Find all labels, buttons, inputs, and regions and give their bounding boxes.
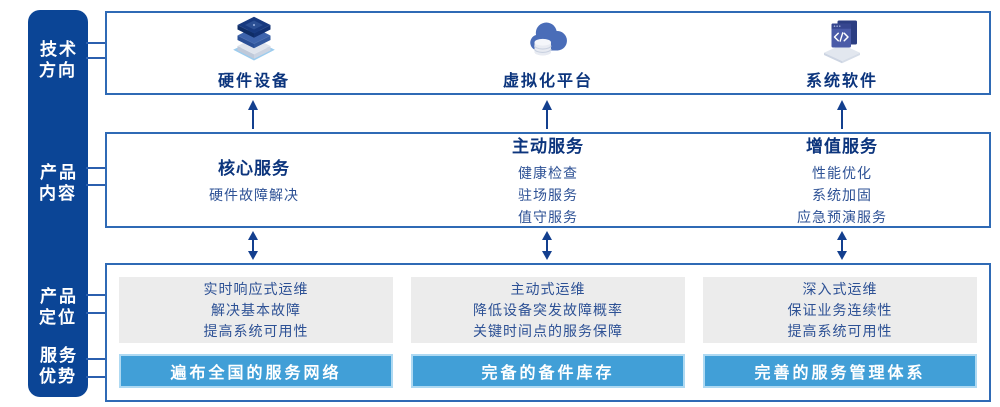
tech-item-virtualization: 虚拟化平台 xyxy=(401,13,695,93)
service-group-title: 核心服务 xyxy=(218,159,290,178)
positioning-line: 关键时间点的服务保障 xyxy=(473,322,623,339)
connector-line xyxy=(86,358,107,360)
connector-line xyxy=(86,312,107,314)
service-group-title: 增值服务 xyxy=(806,137,878,156)
sidebar-label-line: 优势 xyxy=(39,367,77,386)
sidebar-label-product-positioning: 产品 定位 xyxy=(28,286,88,328)
arrow-double-vertical-icon xyxy=(246,230,260,261)
sidebar-label-product-content: 产品 内容 xyxy=(28,162,88,204)
tech-direction-box: 硬件设备 虚拟化平台 xyxy=(105,11,991,95)
positioning-line: 深入式运维 xyxy=(802,280,878,297)
connector-line xyxy=(86,57,107,59)
positioning-column-3: 深入式运维 保证业务连续性 提高系统可用性 完善的服务管理体系 xyxy=(703,265,977,400)
positioning-line: 解决基本故障 xyxy=(211,301,301,318)
service-group-core: 核心服务 硬件故障解决 xyxy=(107,134,401,226)
sidebar-label-line: 定位 xyxy=(39,308,77,327)
service-item: 应急预演服务 xyxy=(797,209,887,225)
positioning-line: 实时响应式运维 xyxy=(203,280,309,297)
product-content-box: 核心服务 硬件故障解决 主动服务 健康检查 驻场服务 值守服务 增值服务 性能优… xyxy=(105,132,991,228)
service-group-title: 主动服务 xyxy=(512,137,584,156)
advantage-bar: 完备的备件库存 xyxy=(411,354,685,388)
sidebar-label-line: 方向 xyxy=(39,61,77,80)
positioning-line: 主动式运维 xyxy=(510,280,586,297)
arrow-up-icon xyxy=(246,99,260,129)
tech-item-label: 硬件设备 xyxy=(217,73,290,90)
arrow-up-icon xyxy=(540,99,554,129)
positioning-panel: 主动式运维 降低设备突发故障概率 关键时间点的服务保障 xyxy=(411,277,685,343)
connector-line xyxy=(86,167,107,169)
cloud-database-icon xyxy=(524,15,572,65)
sidebar-label-line: 服务 xyxy=(40,346,78,365)
positioning-panel: 深入式运维 保证业务连续性 提高系统可用性 xyxy=(703,277,977,343)
arrow-up-icon xyxy=(835,99,849,129)
tech-item-system-software: 系统软件 xyxy=(695,13,989,93)
category-sidebar: 技术 方向 产品 内容 产品 定位 服务 优势 xyxy=(28,10,88,397)
sidebar-label-tech-direction: 技术 方向 xyxy=(28,39,88,81)
code-window-icon xyxy=(818,15,866,65)
server-stack-icon xyxy=(230,15,278,65)
service-item: 值守服务 xyxy=(518,209,578,225)
positioning-line: 提高系统可用性 xyxy=(203,322,309,339)
service-group-value-added: 增值服务 性能优化 系统加固 应急预演服务 xyxy=(695,134,989,226)
positioning-line: 提高系统可用性 xyxy=(787,322,893,339)
sidebar-label-line: 技术 xyxy=(40,40,78,59)
tech-item-hardware: 硬件设备 xyxy=(107,13,401,93)
positioning-advantage-box: 实时响应式运维 解决基本故障 提高系统可用性 遍布全国的服务网络 主动式运维 降… xyxy=(105,263,991,402)
arrow-double-vertical-icon xyxy=(835,230,849,261)
positioning-line: 降低设备突发故障概率 xyxy=(473,301,623,318)
positioning-panel: 实时响应式运维 解决基本故障 提高系统可用性 xyxy=(119,277,393,343)
service-group-proactive: 主动服务 健康检查 驻场服务 值守服务 xyxy=(401,134,695,226)
tech-item-label: 虚拟化平台 xyxy=(502,73,593,90)
sidebar-label-service-advantage: 服务 优势 xyxy=(28,345,88,387)
sidebar-label-line: 产品 xyxy=(40,287,78,306)
positioning-column-1: 实时响应式运维 解决基本故障 提高系统可用性 遍布全国的服务网络 xyxy=(119,265,393,400)
service-item: 硬件故障解决 xyxy=(209,187,299,203)
connector-line xyxy=(86,184,107,186)
service-item: 性能优化 xyxy=(812,165,872,181)
arrow-double-vertical-icon xyxy=(540,230,554,261)
connector-line xyxy=(86,294,107,296)
tech-item-label: 系统软件 xyxy=(805,73,878,90)
service-item: 健康检查 xyxy=(518,165,578,181)
positioning-line: 保证业务连续性 xyxy=(787,301,893,318)
service-item: 驻场服务 xyxy=(518,187,578,203)
service-item: 系统加固 xyxy=(812,187,872,203)
sidebar-label-line: 内容 xyxy=(39,184,77,203)
sidebar-label-line: 产品 xyxy=(40,163,78,182)
connector-line xyxy=(86,376,107,378)
advantage-bar: 遍布全国的服务网络 xyxy=(119,354,393,388)
positioning-column-2: 主动式运维 降低设备突发故障概率 关键时间点的服务保障 完备的备件库存 xyxy=(411,265,685,400)
connector-line xyxy=(86,42,107,44)
advantage-bar: 完善的服务管理体系 xyxy=(703,354,977,388)
